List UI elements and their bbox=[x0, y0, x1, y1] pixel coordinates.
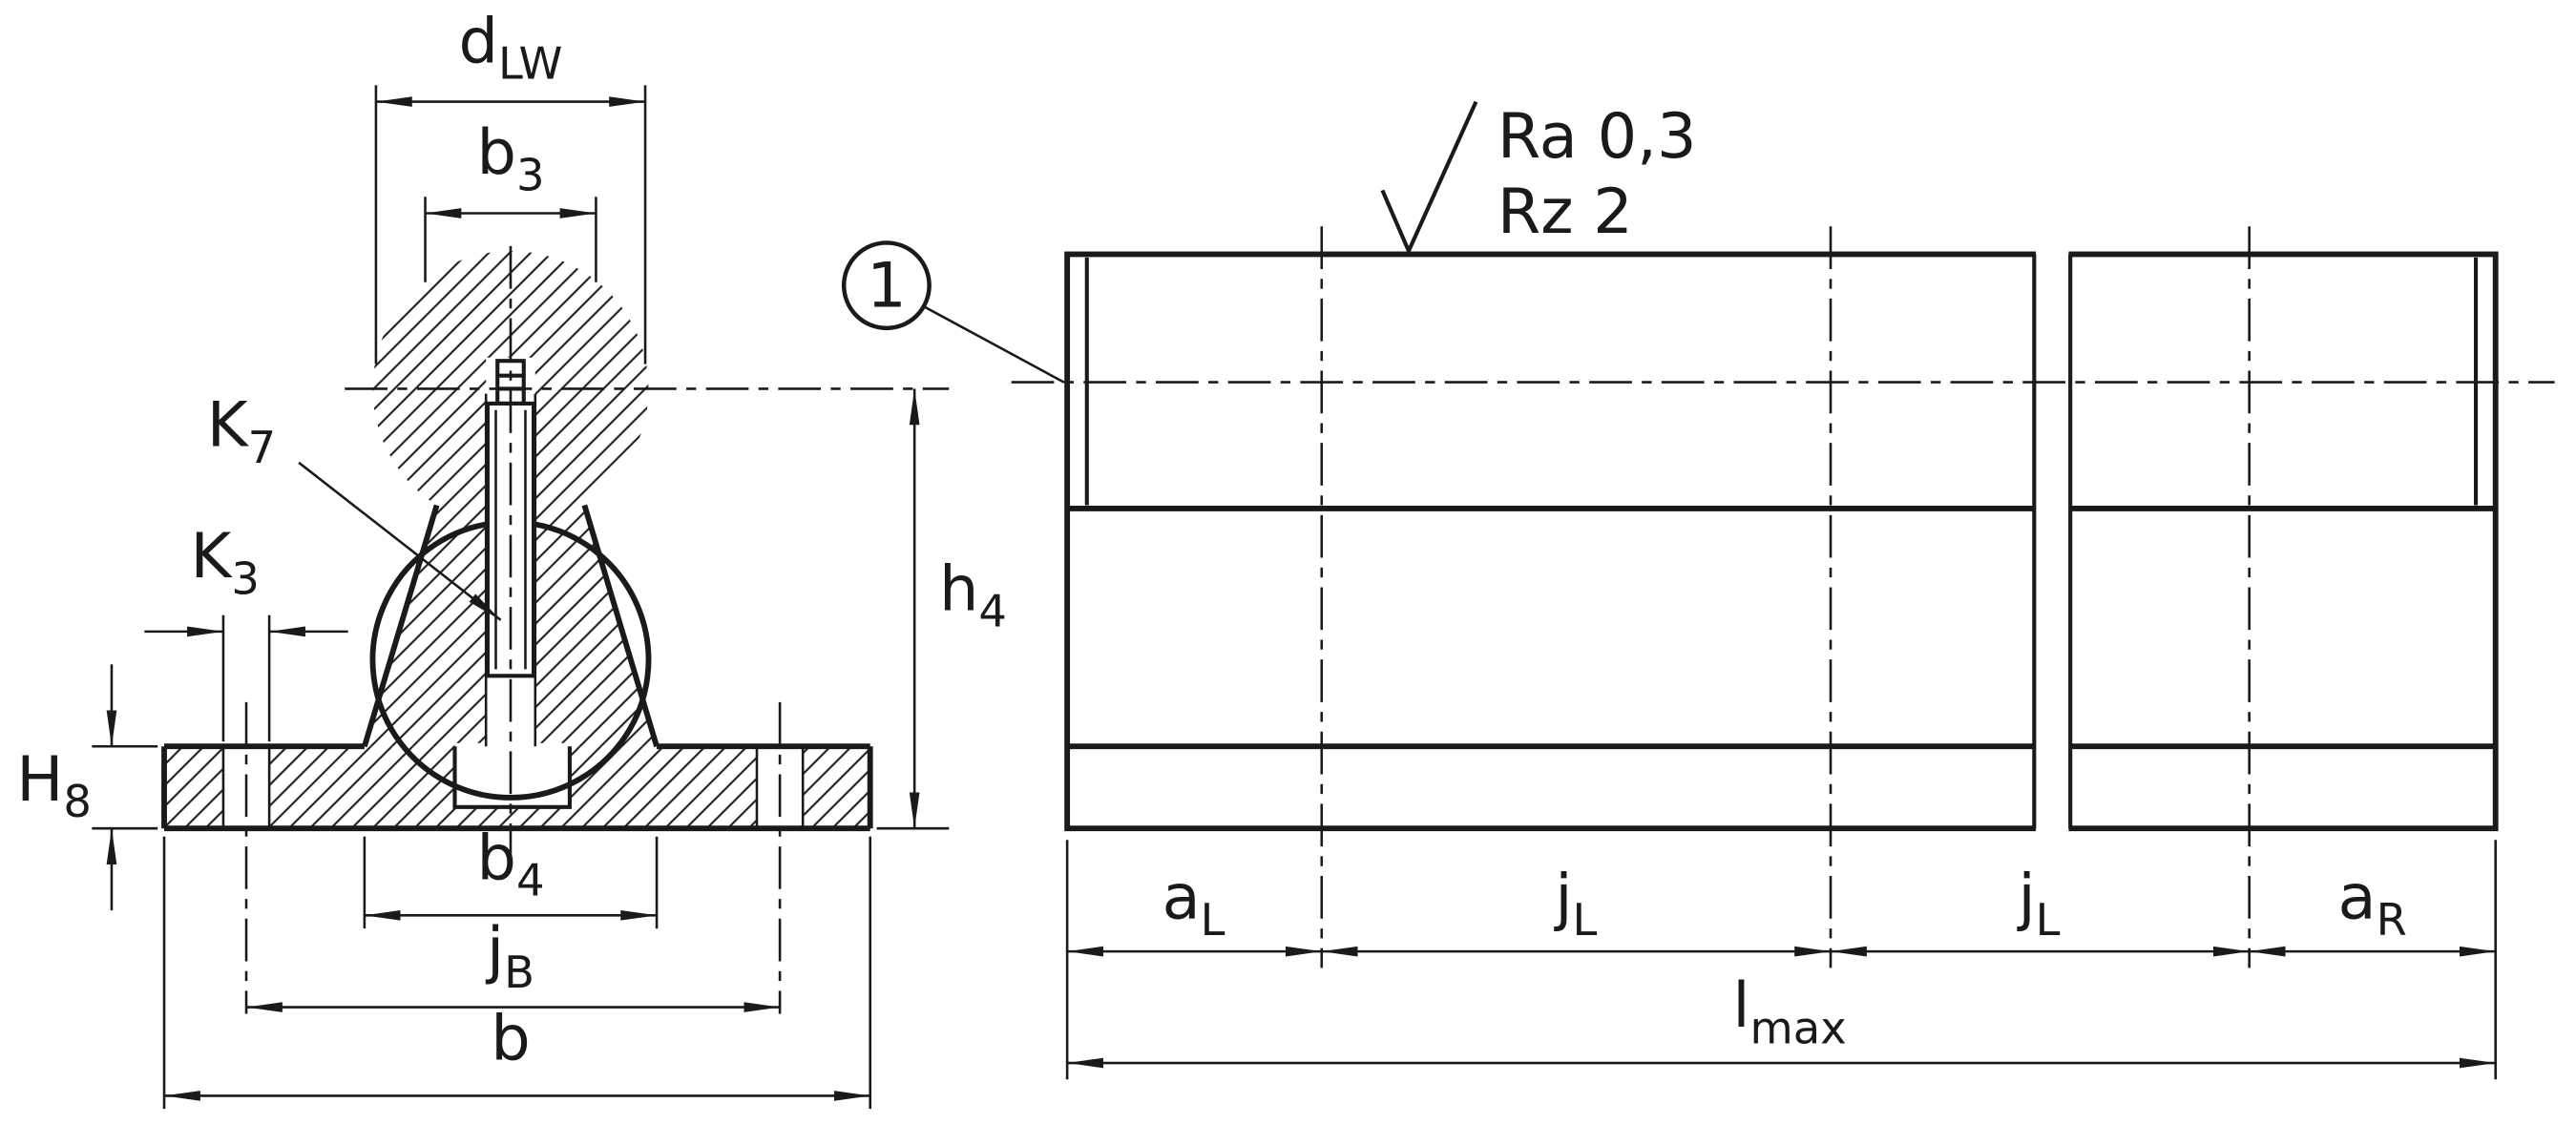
dim-label-ar-sub: R bbox=[2377, 894, 2407, 946]
dim-label-d-lw-main: d bbox=[458, 5, 497, 77]
dim-label-jl-2-sub: L bbox=[2036, 894, 2061, 946]
dim-bottom-extension-lines bbox=[1065, 840, 2498, 1080]
dim-d-lw-extension-lines bbox=[374, 85, 647, 364]
rail-outline bbox=[1064, 251, 2499, 832]
dim-k7: K7 bbox=[207, 389, 502, 621]
dim-label-k7-main: K bbox=[207, 389, 250, 462]
dim-label-k7-sub: 7 bbox=[248, 422, 277, 473]
dim-label-ar: aR bbox=[2338, 862, 2407, 946]
dim-label-k3-sub: 3 bbox=[231, 552, 260, 604]
rail-end-extension-lines bbox=[1065, 840, 2498, 1080]
break-lines bbox=[2032, 245, 2073, 837]
dim-label-k7: K7 bbox=[207, 389, 276, 473]
dim-label-jb: jB bbox=[485, 914, 534, 998]
surface-roughness-icon bbox=[1380, 100, 1478, 257]
rail-horizontal-edges bbox=[1067, 506, 2496, 750]
dim-jb: jB bbox=[246, 914, 781, 1012]
dim-label-h4: h4 bbox=[939, 553, 1007, 637]
dim-h4: h4 bbox=[876, 388, 1007, 830]
dim-b3: b3 bbox=[424, 116, 597, 282]
support-body-sides bbox=[362, 504, 660, 748]
dim-label-k3: K3 bbox=[191, 520, 260, 604]
balloon-circle bbox=[841, 240, 932, 331]
dim-label-b4: b4 bbox=[476, 822, 544, 906]
dim-k3: K3 bbox=[144, 520, 348, 742]
shaft-circle-outline bbox=[369, 521, 652, 801]
bolt-hole-walls bbox=[221, 746, 805, 829]
dim-h8: H8 bbox=[16, 664, 158, 911]
dim-label-b: b bbox=[491, 1003, 530, 1075]
dim-label-lmax-sub: max bbox=[1750, 1002, 1847, 1053]
break-edge-lines bbox=[2032, 254, 2073, 829]
surface-finish-ra: Ra 0,3 bbox=[1497, 100, 1697, 173]
break-gap bbox=[2036, 245, 2069, 837]
dim-label-d-lw: dLW bbox=[458, 5, 562, 89]
dim-label-al-sub: L bbox=[1201, 894, 1225, 946]
dim-label-lmax-main: l bbox=[1732, 969, 1749, 1042]
dim-ar: aR bbox=[2249, 862, 2496, 957]
surface-finish-line2: Rz 2 bbox=[1497, 176, 1633, 248]
counterbore-outline bbox=[452, 746, 572, 809]
dim-jl-1: jL bbox=[1321, 862, 1832, 957]
dim-label-h4-sub: 4 bbox=[978, 586, 1007, 637]
dim-label-ar-main: a bbox=[2338, 862, 2377, 934]
dim-label-jl-1-sub: L bbox=[1573, 894, 1598, 946]
base-plate-edges bbox=[161, 743, 873, 832]
screw-thread-lines bbox=[494, 409, 527, 670]
dim-b-extension-lines bbox=[162, 836, 871, 1110]
dim-label-b4-sub: 4 bbox=[516, 855, 545, 906]
dim-label-jl-2: jL bbox=[2016, 862, 2060, 946]
side-view: Ra 0,3 Rz 2 1 aL jL jL aR bbox=[841, 100, 2555, 1080]
dim-label-k3-main: K bbox=[191, 520, 234, 593]
dim-al: aL bbox=[1067, 862, 1322, 957]
dim-label-b3-sub: 3 bbox=[516, 149, 545, 200]
dim-label-jb-sub: B bbox=[504, 947, 534, 998]
dim-label-h4-main: h bbox=[939, 553, 978, 626]
dim-b4: b4 bbox=[363, 822, 659, 929]
balloon-callout-1: 1 bbox=[841, 240, 1065, 384]
dim-label-b3-main: b bbox=[476, 116, 515, 189]
shaft-cross-section bbox=[369, 521, 652, 801]
dim-label-h8-main: H bbox=[16, 743, 63, 816]
dim-label-h8-sub: 8 bbox=[63, 776, 92, 827]
dim-label-d-lw-sub: LW bbox=[498, 38, 563, 90]
dim-b: b bbox=[162, 836, 871, 1110]
dim-k7-leader-line bbox=[298, 461, 502, 621]
rail-body-outline bbox=[1064, 251, 2499, 832]
side-view-centerlines bbox=[1011, 226, 2555, 968]
dim-label-jl-2-main: j bbox=[2016, 862, 2035, 934]
dim-lmax: lmax bbox=[1067, 969, 2496, 1069]
front-view-centerlines bbox=[244, 245, 950, 1014]
dim-d-lw: dLW bbox=[374, 5, 647, 364]
dim-label-b4-main: b bbox=[476, 822, 515, 895]
surface-finish-rz: Rz 2 bbox=[1497, 176, 1633, 248]
front-view: dLW b3 K7 K3 H8 h4 bbox=[16, 5, 1007, 1110]
dim-label-jl-1: jL bbox=[1553, 862, 1597, 946]
dim-label-lmax: lmax bbox=[1732, 969, 1846, 1053]
dim-jl-2: jL bbox=[1831, 862, 2250, 957]
dim-h8-extension-lines bbox=[92, 744, 158, 830]
dim-label-b3: b3 bbox=[476, 116, 544, 200]
mounting-hole-centerlines bbox=[1320, 226, 2251, 968]
dim-label-jb-main: j bbox=[485, 914, 504, 987]
dim-label-jl-1-main: j bbox=[1553, 862, 1572, 934]
dim-label-h8: H8 bbox=[16, 743, 92, 827]
bolt-hole-centerlines bbox=[244, 701, 782, 1014]
balloon-leader-line bbox=[923, 305, 1065, 384]
support-body-outline bbox=[362, 504, 660, 748]
dim-label-al: aL bbox=[1162, 862, 1225, 946]
balloon-number-text: 1 bbox=[867, 250, 907, 323]
base-plate-outline bbox=[161, 393, 873, 832]
dim-label-al-main: a bbox=[1162, 862, 1201, 934]
balloon-number: 1 bbox=[867, 250, 907, 323]
surface-finish-line1: Ra 0,3 bbox=[1497, 100, 1697, 173]
surface-finish-callout: Ra 0,3 Rz 2 bbox=[1380, 100, 1697, 257]
dim-label-b-main: b bbox=[491, 1003, 530, 1075]
